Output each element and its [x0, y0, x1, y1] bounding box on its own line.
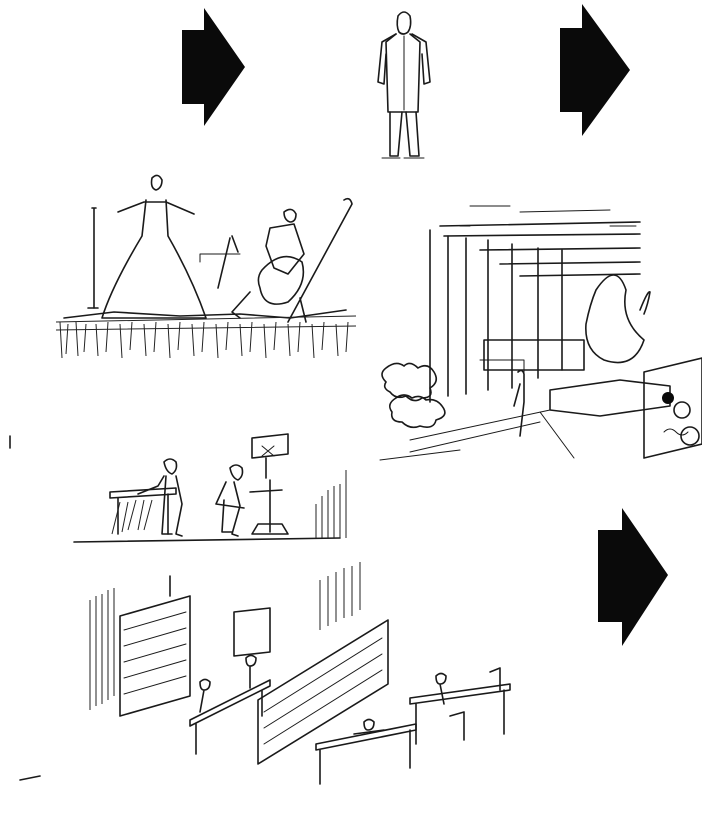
sculpture-courtyard-sketch: [380, 206, 702, 460]
arrow-right-icon: [182, 8, 245, 126]
arrow-right-icon: [560, 4, 630, 136]
library-sketch: [20, 562, 510, 784]
arrow-right-icon: [598, 508, 668, 646]
standing-man-figure: [378, 12, 430, 158]
workshop-sketch: [74, 434, 346, 542]
concert-stage-sketch: [56, 175, 356, 358]
